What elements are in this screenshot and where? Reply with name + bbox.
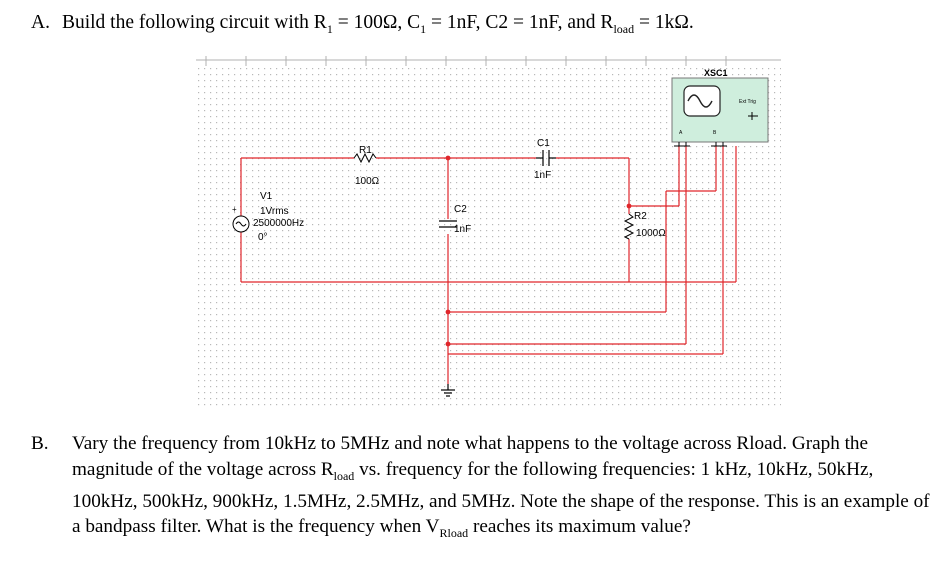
circuit-wires [240,146,737,384]
r2-resistor: R2 1000Ω [623,211,666,240]
v1-ac-source: + V1 1Vrms 2500000Hz 0° [232,191,304,243]
c1-value: 1nF [534,170,551,181]
junction-dots [445,155,632,347]
c2-name: C2 [454,204,467,215]
v1-amplitude: 1Vrms [260,206,289,217]
scope-label: XSC1 [704,68,728,78]
vrload-subscript: Rload [439,526,469,541]
part-a-text-4: = 1kΩ. [634,12,694,33]
r1-subscript: 1 [326,21,333,36]
part-b-text-1: Vary the frequency from 10kHz to 5MHz an… [72,433,869,480]
rload-subscript: load [613,21,635,36]
channel-b-label: B [713,130,717,136]
rload-subscript-b: load [333,468,355,483]
part-a-text-1: Build the following circuit with R [61,12,327,33]
part-b-label: B. [31,433,49,454]
oscilloscope-xsc1: XSC1 Ext Trig A B [671,68,769,147]
c2-capacitor: C2 1nF [439,204,471,235]
v1-phase: 0° [258,232,268,243]
c1-name: C1 [537,138,550,149]
r1-name: R1 [359,145,372,156]
part-a-label: A. [31,12,50,33]
channel-a-label: A [679,130,683,136]
top-ruler [196,56,781,66]
r2-name: R2 [634,211,647,222]
part-a-heading: A.Build the following circuit with R1 = … [31,12,694,37]
svg-text:+: + [232,205,237,214]
r1-value: 100Ω [355,176,380,187]
r2-value: 1000Ω [636,228,666,239]
c1-subscript: 1 [420,21,427,36]
part-b-text-2: vs. frequency for the following frequenc… [72,458,930,538]
part-a-text-2: = 100Ω, C [332,12,421,33]
c2-value: 1nF [454,224,471,235]
ext-trig-label: Ext Trig [739,99,756,105]
part-a-text-3: = 1nF, C2 = 1nF, and R [426,12,614,33]
v1-frequency: 2500000Hz [253,218,304,229]
part-b-text-3: reaches its maximum value? [468,516,691,538]
r1-resistor: R1 100Ω [353,145,380,187]
ground-symbol [441,384,455,397]
c1-capacitor: C1 1nF [534,138,556,181]
circuit-schematic: R1 100Ω C1 1nF C2 1nF R2 1000Ω + V1 1Vrm… [196,54,781,409]
v1-name: V1 [260,191,273,202]
